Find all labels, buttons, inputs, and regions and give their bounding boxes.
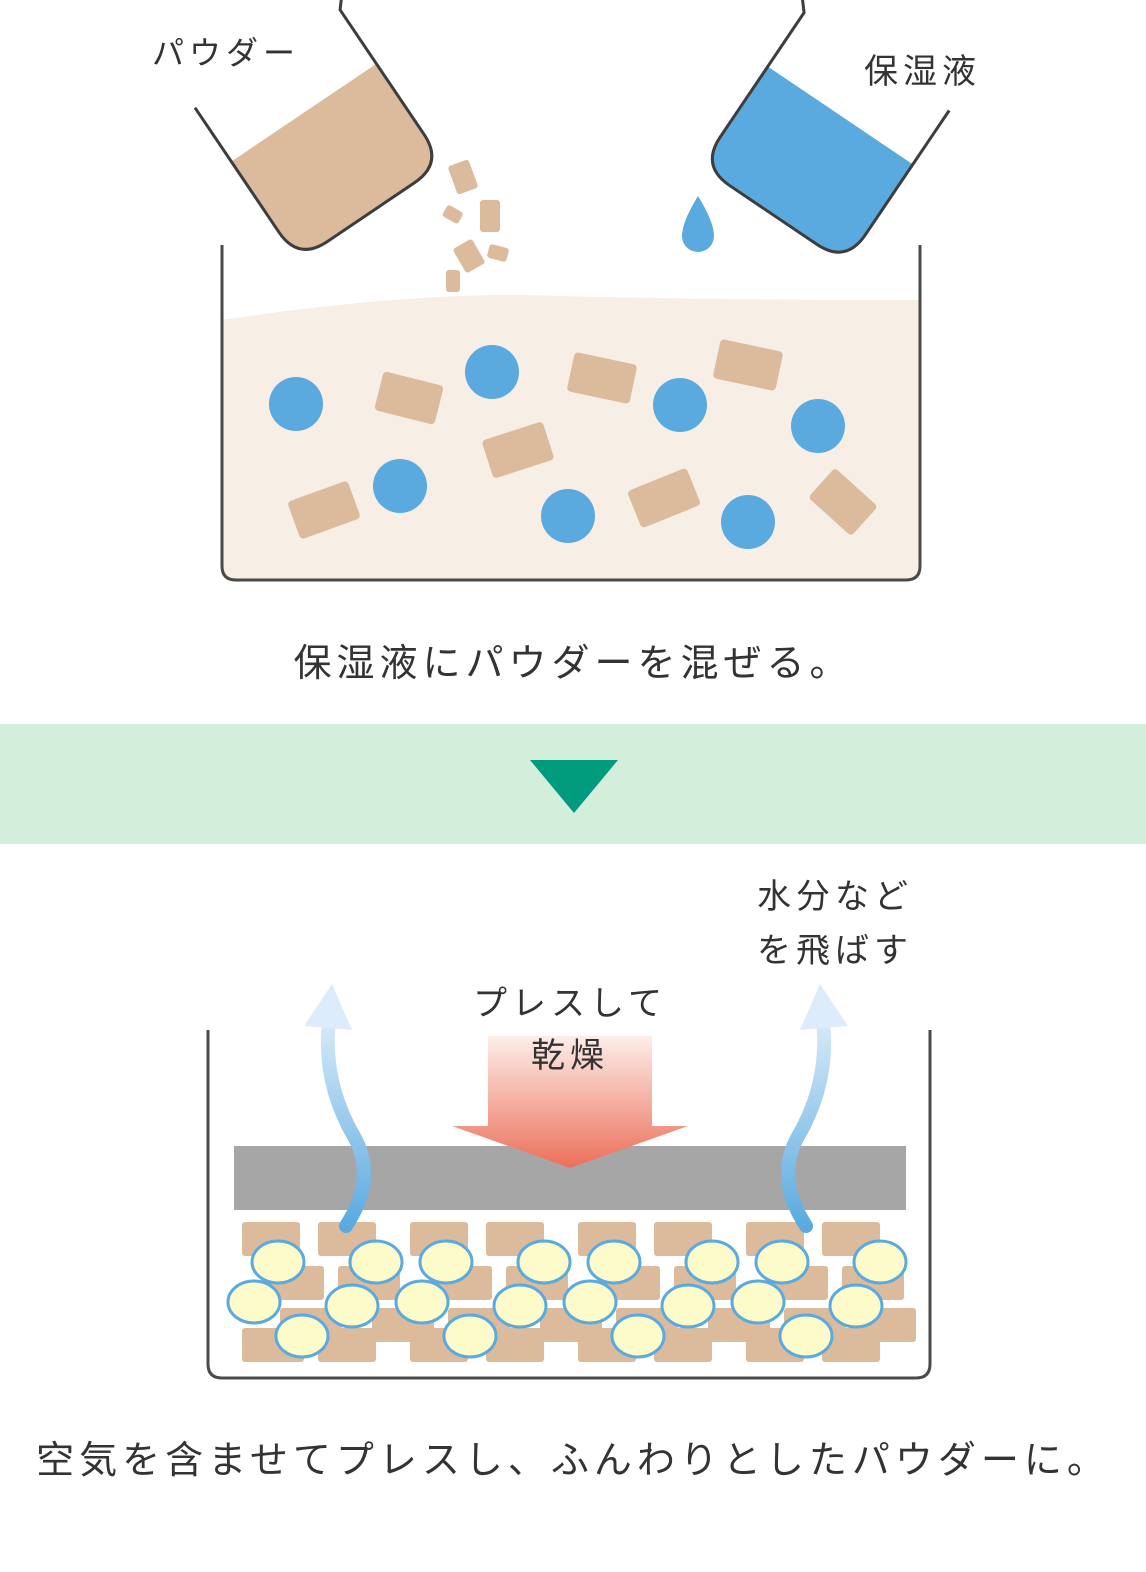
powder-beaker (193, 0, 434, 251)
evaporate-label: 水分などを飛ばす (757, 877, 913, 971)
mixture-particles (269, 339, 877, 549)
pressed-powder-layer (226, 1222, 916, 1362)
press-container (206, 1030, 932, 1380)
press-label: プレスして乾燥 (473, 984, 667, 1076)
lotion-label: 保湿液 (864, 52, 981, 92)
powder-label: パウダー (152, 34, 301, 72)
press-arrow (452, 1036, 688, 1168)
lotion-beaker (710, 0, 951, 254)
falling-powder (442, 159, 509, 292)
down-arrow-icon (530, 760, 618, 813)
step1-caption: 保湿液にパウダーを混ぜる。 (293, 641, 853, 685)
vapor-arrows (304, 984, 848, 1233)
lotion-drop (682, 196, 714, 252)
step2-caption: 空気を含ませてプレスし、ふんわりとしたパウダーに。 (36, 1438, 1110, 1482)
